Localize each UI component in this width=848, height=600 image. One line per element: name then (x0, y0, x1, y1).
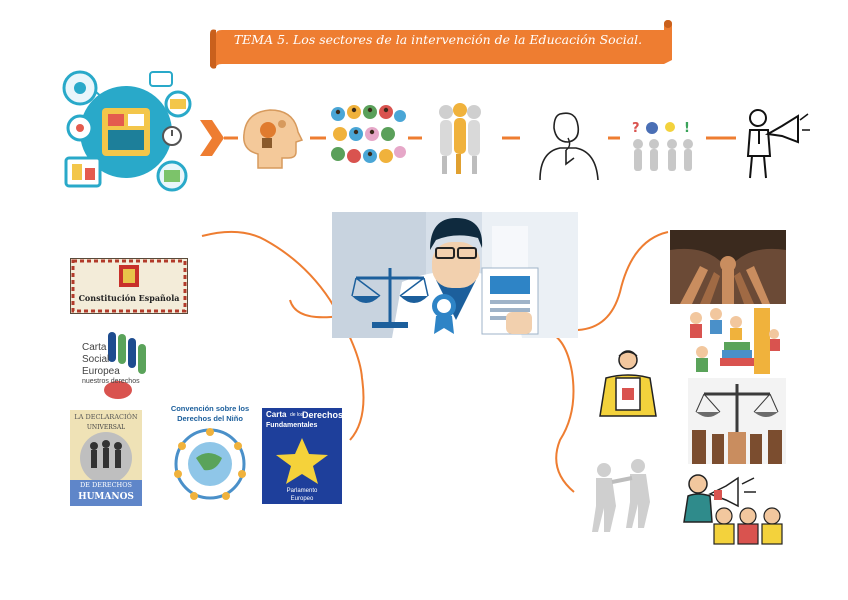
social-network-hub-icon (62, 70, 192, 192)
thinking-head-icon (243, 109, 304, 169)
constitucion-frame (71, 259, 187, 313)
diverse-people-icon (331, 105, 406, 163)
carta-derechos-footer2: Europeo (290, 496, 314, 502)
carta-derechos-footer1: Parlamento (286, 488, 318, 494)
declaracion-art (70, 432, 142, 506)
teacher-icon (599, 350, 657, 417)
banner-title: TEMA 5. Los sectores de la intervención … (233, 32, 643, 47)
declaracion-mid: UNIVERSAL (86, 424, 126, 431)
megaphone-man-icon (746, 109, 810, 179)
carta-social-line4: nuestros derechos (82, 378, 140, 385)
declaracion-derechos-humanos-card: LA DECLARACIÓN UNIVERSAL DE DERECHOS HUM… (70, 410, 142, 506)
question-figures-icon: ? ! (632, 121, 693, 171)
title-banner (210, 20, 672, 69)
carta-derechos-line1b: de los (290, 412, 304, 418)
thinking-person-icon (539, 112, 599, 181)
carta-derechos-line2: Derechos (302, 410, 342, 420)
carta-social-fingers (104, 332, 146, 399)
declaracion-top: LA DECLARACIÓN (74, 413, 138, 421)
carta-social-europea-card: Carta Social Europea nuestros derechos (78, 330, 156, 400)
scales-hands-icon (688, 378, 786, 464)
convencion-line1: Convención sobre los (170, 404, 250, 413)
carta-social-line3: Europea (82, 366, 120, 377)
carta-social-line1: Carta (82, 342, 107, 353)
convencion-derechos-nino-card: Convención sobre los Derechos del Niño (164, 402, 256, 502)
declaracion-band: DE DERECHOS (79, 481, 133, 489)
constitucion-label: Constitución Española (78, 293, 180, 303)
declaracion-bottom: HUMANOS (78, 492, 134, 502)
speaker-audience-icon (683, 474, 783, 545)
star-icon (276, 438, 328, 484)
helping-figures-icon (592, 459, 650, 532)
un-globe-icon (174, 428, 246, 500)
carta-derechos-line3: Fundamentales (266, 422, 318, 429)
cooperation-hands-icon (670, 230, 786, 304)
justice-professional-icon (332, 212, 578, 338)
carta-derechos-line1: Carta (266, 410, 287, 419)
convencion-line2: Derechos del Niño (177, 414, 243, 423)
children-books-icon (690, 308, 780, 374)
process-connector (200, 120, 736, 156)
carta-derechos-fundamentales-card: Carta de los Derechos Fundamentales Parl… (262, 408, 342, 504)
constitucion-espanola-card: Constitución Española (70, 258, 188, 314)
carta-social-line2: Social (82, 354, 110, 365)
svg-text:!: ! (684, 121, 690, 136)
svg-text:?: ? (632, 121, 640, 136)
group-hug-icon (439, 103, 481, 174)
